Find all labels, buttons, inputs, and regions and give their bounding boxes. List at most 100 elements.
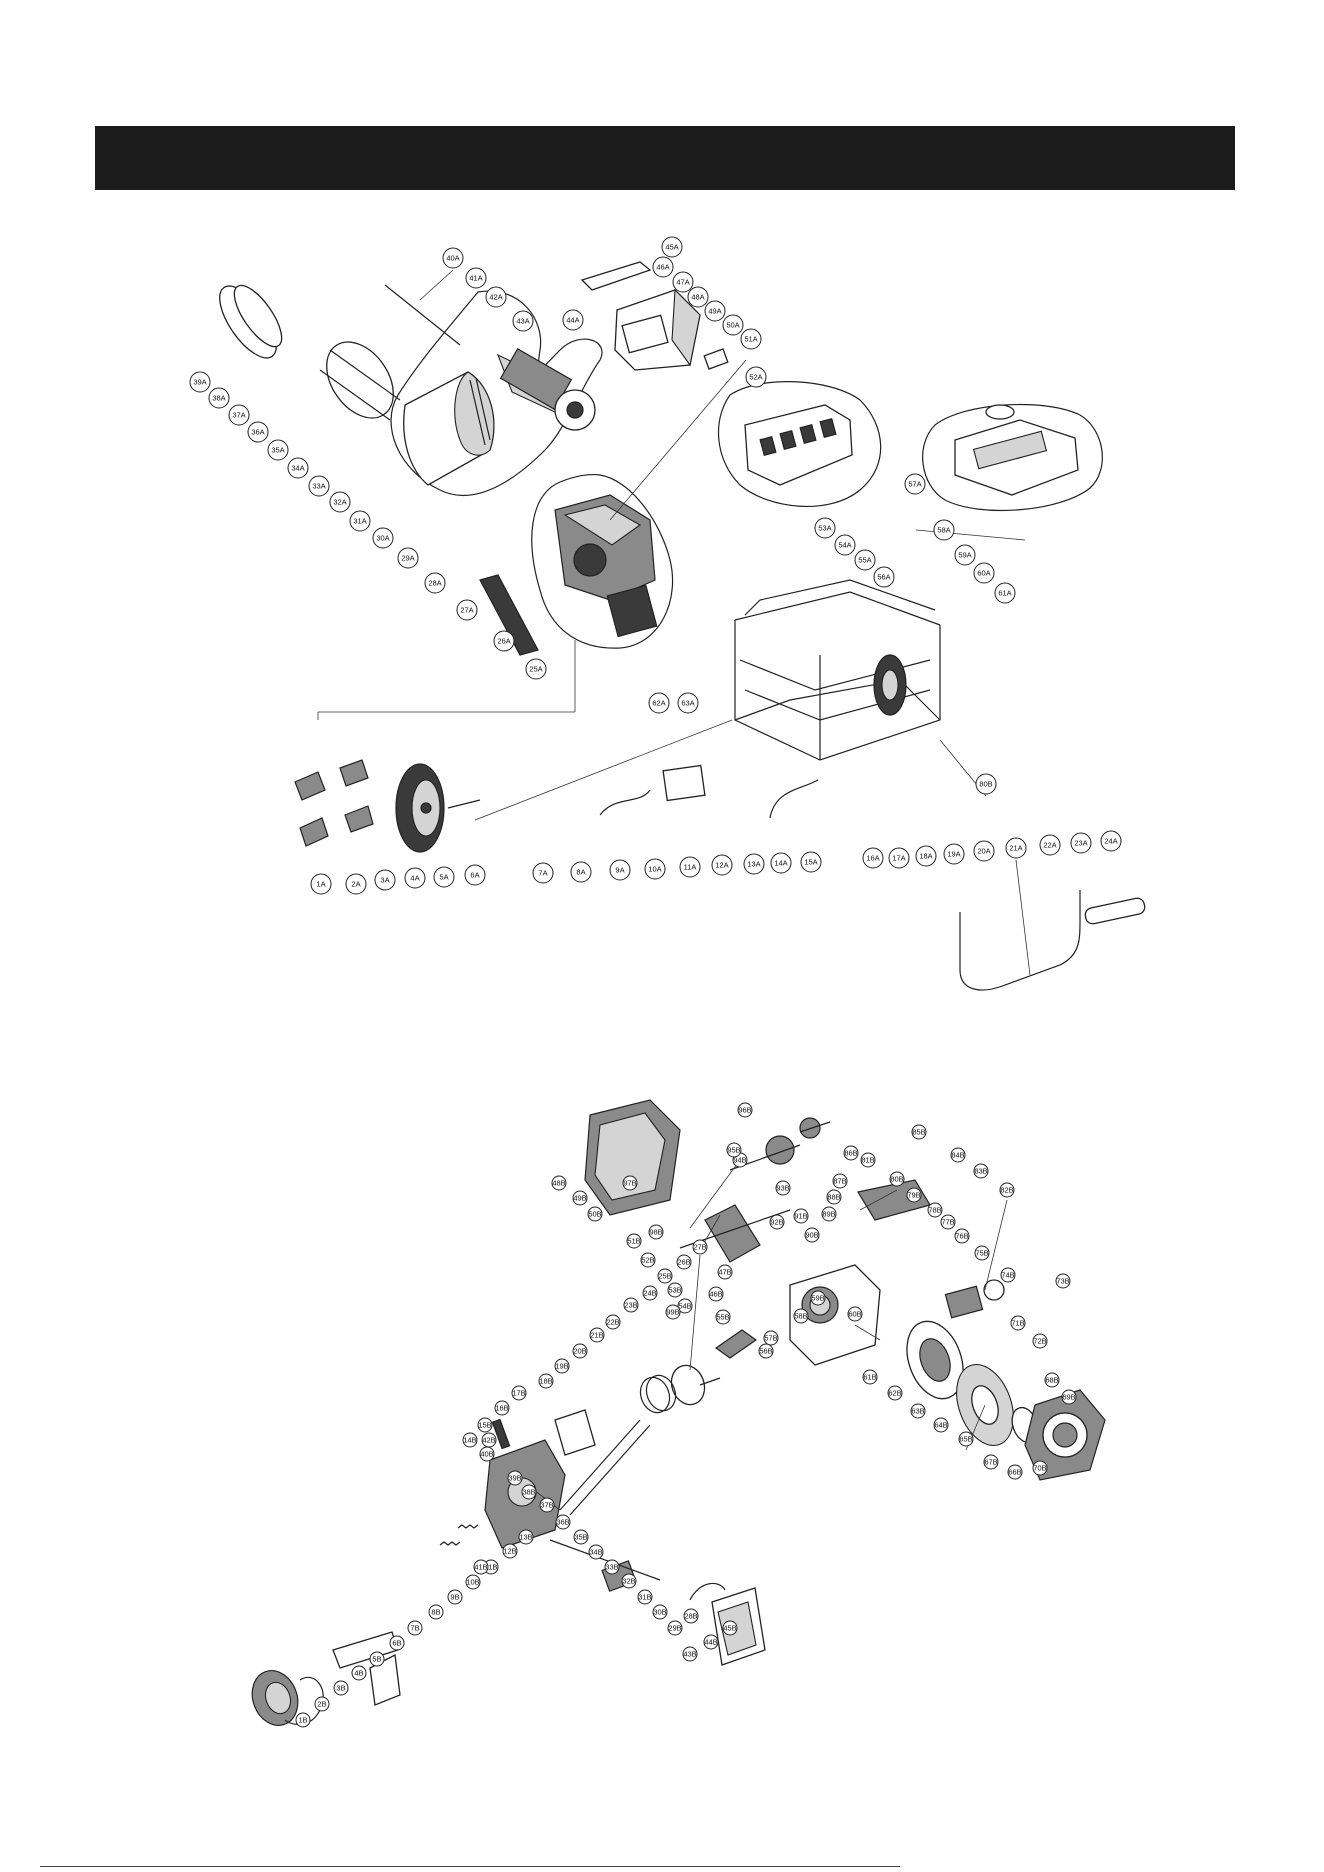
callout-89B: 89B [821,1206,837,1222]
callout-35B: 35B [573,1529,589,1545]
callouts-bottom: 1B2B3B4B5B6B7B8B9B10B11B12B13B14B15B16B1… [295,1102,1077,1728]
callout-label: 42B [482,1436,495,1445]
callout-79B: 79B [906,1187,922,1203]
callout-38B: 38B [521,1484,537,1500]
callout-label: 55B [716,1313,729,1322]
callout-label: 31B [638,1593,651,1602]
callout-32B: 32B [621,1573,637,1589]
callout-43A: 43A [512,310,534,332]
callout-label: 36A [251,428,264,437]
callout-12A: 12A [711,854,733,876]
callout-label: 52B [641,1256,654,1265]
callout-90B: 90B [804,1227,820,1243]
callout-label: 54B [678,1302,691,1311]
callout-label: 28A [428,579,441,588]
callout-label: 33B [605,1563,618,1572]
callout-83B: 83B [973,1163,989,1179]
callout-1B: 1B [295,1712,311,1728]
callout-2B: 2B [314,1696,330,1712]
callout-62B: 62B [887,1385,903,1401]
callout-17A: 17A [888,847,910,869]
callout-41B: 41B [473,1559,489,1575]
control-panel-group-outline [717,381,882,507]
spark-plug-part [491,1418,511,1450]
callout-30A: 30A [372,527,394,549]
footer-rule [40,1866,900,1867]
callout-label: 24B [643,1289,656,1298]
alternator-group-outline [390,290,603,496]
callout-38A: 38A [208,387,230,409]
callout-label: 46A [656,263,669,272]
callout-54A: 54A [834,534,856,556]
rotor-part [496,347,596,431]
callout-64B: 64B [933,1417,949,1433]
callout-59A: 59A [954,544,976,566]
callout-20A: 20A [973,840,995,862]
callout-63A: 63A [677,692,699,714]
callout-label: 44A [566,316,579,325]
callout-60B: 60B [847,1306,863,1322]
callout-57B: 57B [763,1330,779,1346]
callout-73B: 73B [1055,1273,1071,1289]
callout-label: 56A [877,573,890,582]
callout-label: 86B [844,1149,857,1158]
callout-label: 27A [460,606,473,615]
callout-label: 13B [519,1533,532,1542]
callout-36B: 36B [555,1514,571,1530]
connecting-rod-part [714,1329,758,1359]
callout-label: 51A [744,335,757,344]
generator-assembly [219,261,1146,991]
callout-45A: 45A [661,236,683,258]
stator-part [403,371,495,486]
air-filter-cover-part [251,1670,324,1726]
callout-3B: 3B [333,1680,349,1696]
callout-18B: 18B [538,1373,554,1389]
engine-exploded-assembly [251,1099,1106,1726]
callout-25B: 25B [657,1268,673,1284]
callout-label: 94B [733,1156,746,1165]
callout-label: 48A [691,293,704,302]
callout-label: 39A [193,378,206,387]
callout-14A: 14A [770,852,792,874]
callout-label: 77B [941,1218,954,1227]
gasket-part [703,348,729,370]
callout-15B: 15B [477,1417,493,1433]
callout-label: 65B [959,1435,972,1444]
callout-label: 14B [463,1436,476,1445]
callout-label: 30B [653,1608,666,1617]
callout-27B: 27B [692,1239,708,1255]
callout-13B: 13B [518,1529,534,1545]
callout-label: 32A [333,498,346,507]
callout-label: 43A [516,317,529,326]
callout-19A: 19A [943,843,965,865]
callout-52B: 52B [640,1252,656,1268]
callout-label: 21A [1009,844,1022,853]
axle-part [447,799,481,809]
callout-label: 79B [907,1191,920,1200]
callout-15A: 15A [800,851,822,873]
callout-55B: 55B [715,1309,731,1325]
through-bolt-part [384,284,461,346]
callout-label: 4B [354,1669,363,1678]
piston-part [670,1364,721,1406]
callout-label: 37A [232,411,245,420]
callout-label: 85B [912,1128,925,1137]
valve-spring-part [439,1524,479,1546]
callout-30B: 30B [652,1604,668,1620]
callout-label: 11A [684,863,697,872]
callout-label: 67B [984,1458,997,1467]
callout-85B: 85B [911,1124,927,1140]
battery-part [662,764,706,802]
callout-50B: 50B [587,1206,603,1222]
callout-16B: 16B [494,1400,510,1416]
callout-42B: 42B [481,1432,497,1448]
starter-motor-part [944,1279,1005,1319]
callout-34B: 34B [588,1544,604,1560]
callout-label: 93B [776,1184,789,1193]
callout-55A: 55A [854,549,876,571]
callout-88B: 88B [826,1189,842,1205]
callout-33A: 33A [308,475,330,497]
callout-label: 95B [727,1146,740,1155]
control-panel-part [744,404,853,486]
